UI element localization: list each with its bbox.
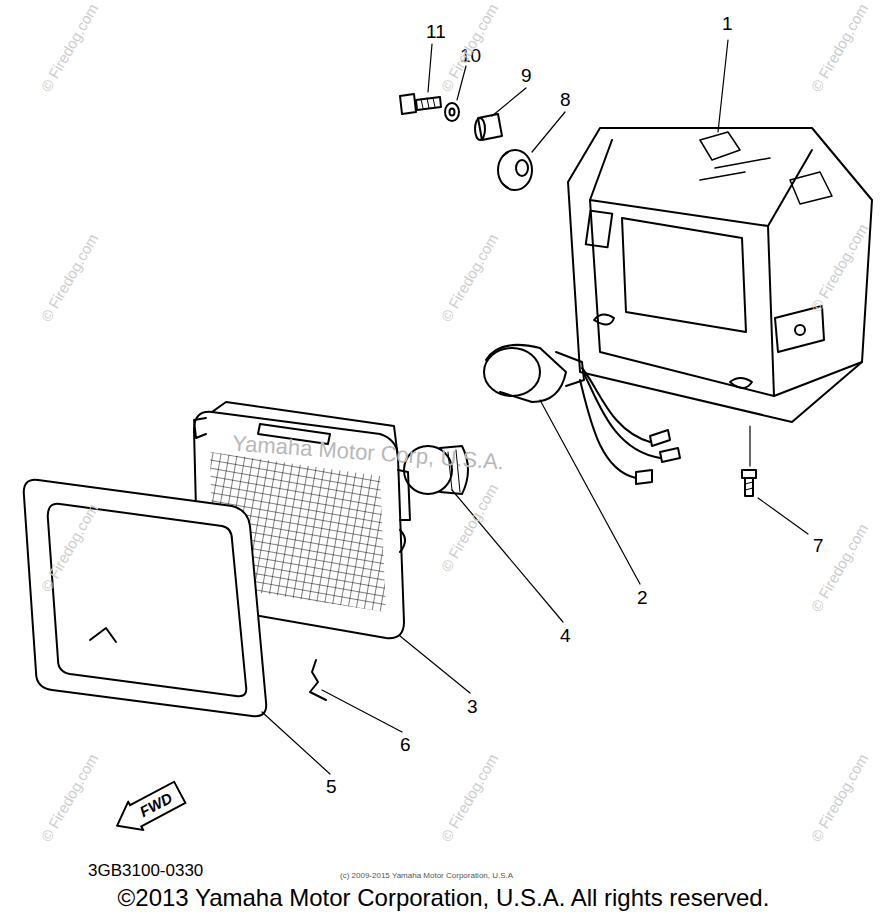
callout-number: 4 xyxy=(560,626,571,645)
watermark: © Firedog.com xyxy=(808,1,870,94)
callout-number: 7 xyxy=(813,536,824,555)
watermark: © Firedog.com xyxy=(438,481,500,574)
watermark: © Firedog.com xyxy=(38,751,100,844)
copyright-caption: ©2013 Yamaha Motor Corporation, U.S.A. A… xyxy=(118,886,770,910)
watermark: © Firedog.com xyxy=(808,521,870,614)
callout-number: 3 xyxy=(467,697,478,716)
watermark: © Firedog.com xyxy=(808,751,870,844)
watermark: © Firedog.com xyxy=(438,1,500,94)
callout-number: 2 xyxy=(637,588,648,607)
direction-arrow: FWD xyxy=(108,777,188,841)
watermark: © Firedog.com xyxy=(38,1,100,94)
callout-number: 1 xyxy=(722,14,733,33)
callout-number: 5 xyxy=(326,777,337,796)
callout-number: 6 xyxy=(400,735,411,754)
watermark: © Firedog.com xyxy=(38,231,100,324)
callout-number: 9 xyxy=(521,66,532,85)
part-code: 3GB3100-0330 xyxy=(88,862,203,879)
callout-number: 8 xyxy=(560,90,571,109)
watermark: © Firedog.com xyxy=(438,751,500,844)
watermark: © Firedog.com xyxy=(438,231,500,324)
small-copyright: (c) 2009-2015 Yamaha Motor Corporation, … xyxy=(340,872,513,880)
callout-number: 11 xyxy=(426,22,446,41)
